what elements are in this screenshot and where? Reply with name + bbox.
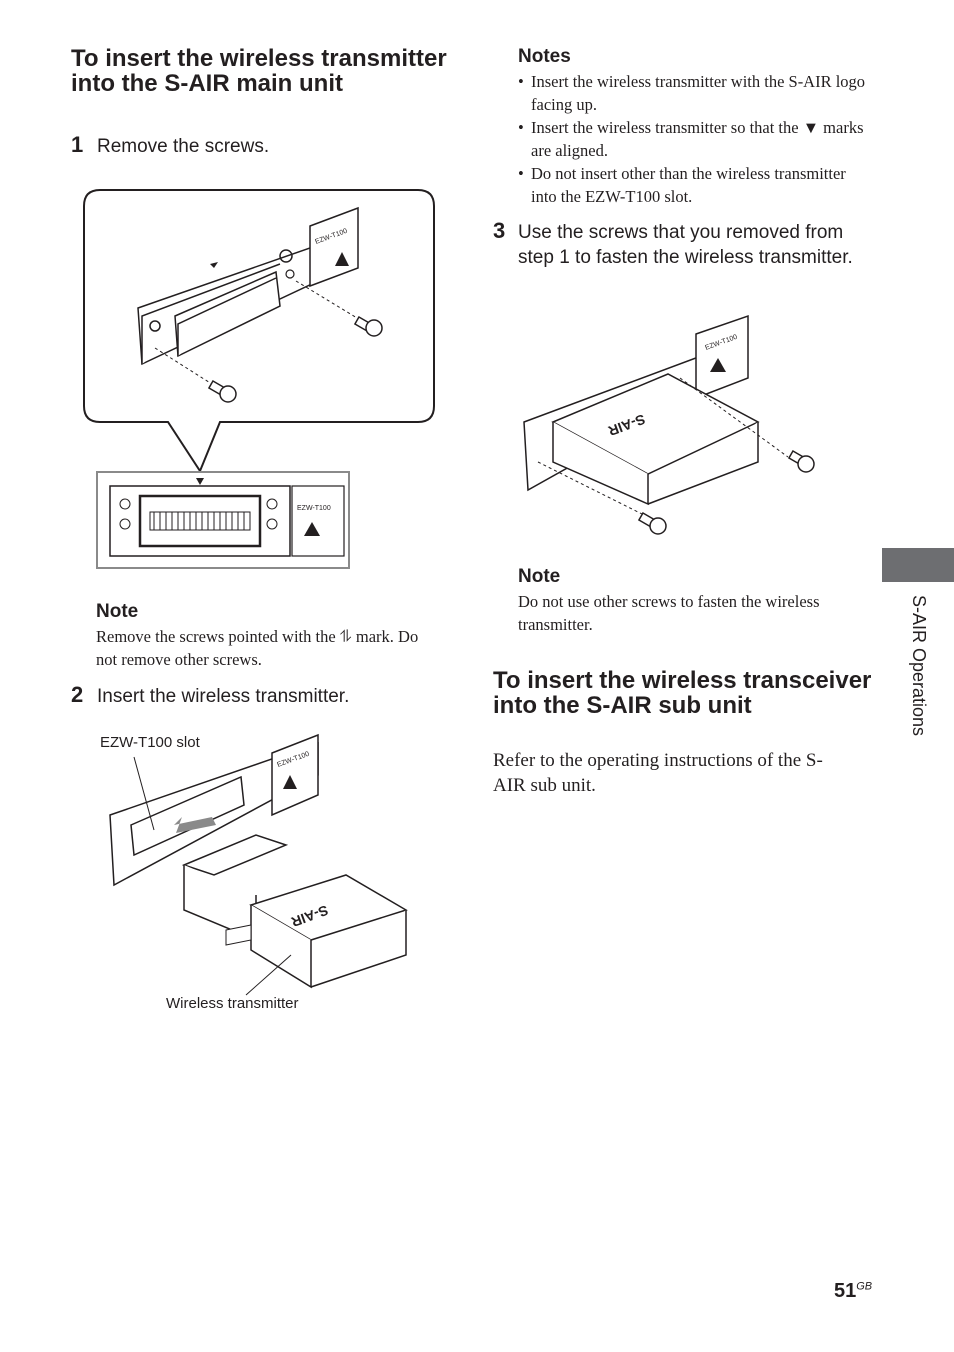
step-text: Use the screws that you removed from ste… — [518, 222, 853, 268]
step-3: 3 Use the screws that you removed from s… — [493, 218, 873, 270]
list-item: Insert the wireless transmitter with the… — [518, 70, 870, 116]
figure-insert-transmitter: EZW-T100 S-AIR — [109, 733, 408, 996]
transmitter-caption: Wireless transmitter — [166, 995, 299, 1012]
sub-unit-body: Refer to the operating instructions of t… — [493, 750, 823, 796]
step-2: 2 Insert the wireless transmitter. — [71, 682, 451, 709]
page-number-value: 51 — [834, 1280, 857, 1302]
step-number: 1 — [71, 132, 84, 157]
section-tab-label: S-AIR Operations — [909, 595, 929, 737]
page-suffix: GB — [856, 1280, 873, 1293]
notes-list: Insert the wireless transmitter with the… — [518, 70, 870, 208]
note-heading: Note — [518, 566, 561, 587]
figure-remove-screws: EZW-T100 EZW-T100 — [83, 189, 435, 569]
step-text: Insert the wireless transmitter. — [97, 686, 350, 707]
step-1: 1 Remove the screws. — [71, 132, 451, 159]
section-tab — [882, 548, 954, 582]
note-text: Do not use other screws to fasten the wi… — [518, 592, 820, 634]
note-heading: Note — [96, 601, 139, 622]
note-text: Remove the screws pointed with the ⥮ mar… — [96, 627, 419, 669]
notes-heading: Notes — [518, 46, 571, 67]
list-item: Insert the wireless transmitter so that … — [518, 116, 870, 162]
slot-caption: EZW-T100 slot — [100, 734, 200, 751]
step-number: 2 — [71, 682, 84, 707]
section-heading-main-unit: To insert the wireless transmitter into … — [71, 45, 447, 97]
step-number: 3 — [493, 218, 506, 243]
section-heading-sub-unit: To insert the wireless transceiver into … — [493, 667, 872, 719]
step-text: Remove the screws. — [97, 136, 270, 157]
front-model-label: EZW-T100 — [297, 505, 331, 512]
figure-fasten-screws: EZW-T100 S-AIR — [523, 314, 815, 535]
page-number: 51GB — [834, 1280, 872, 1303]
list-item: Do not insert other than the wireless tr… — [518, 162, 870, 208]
